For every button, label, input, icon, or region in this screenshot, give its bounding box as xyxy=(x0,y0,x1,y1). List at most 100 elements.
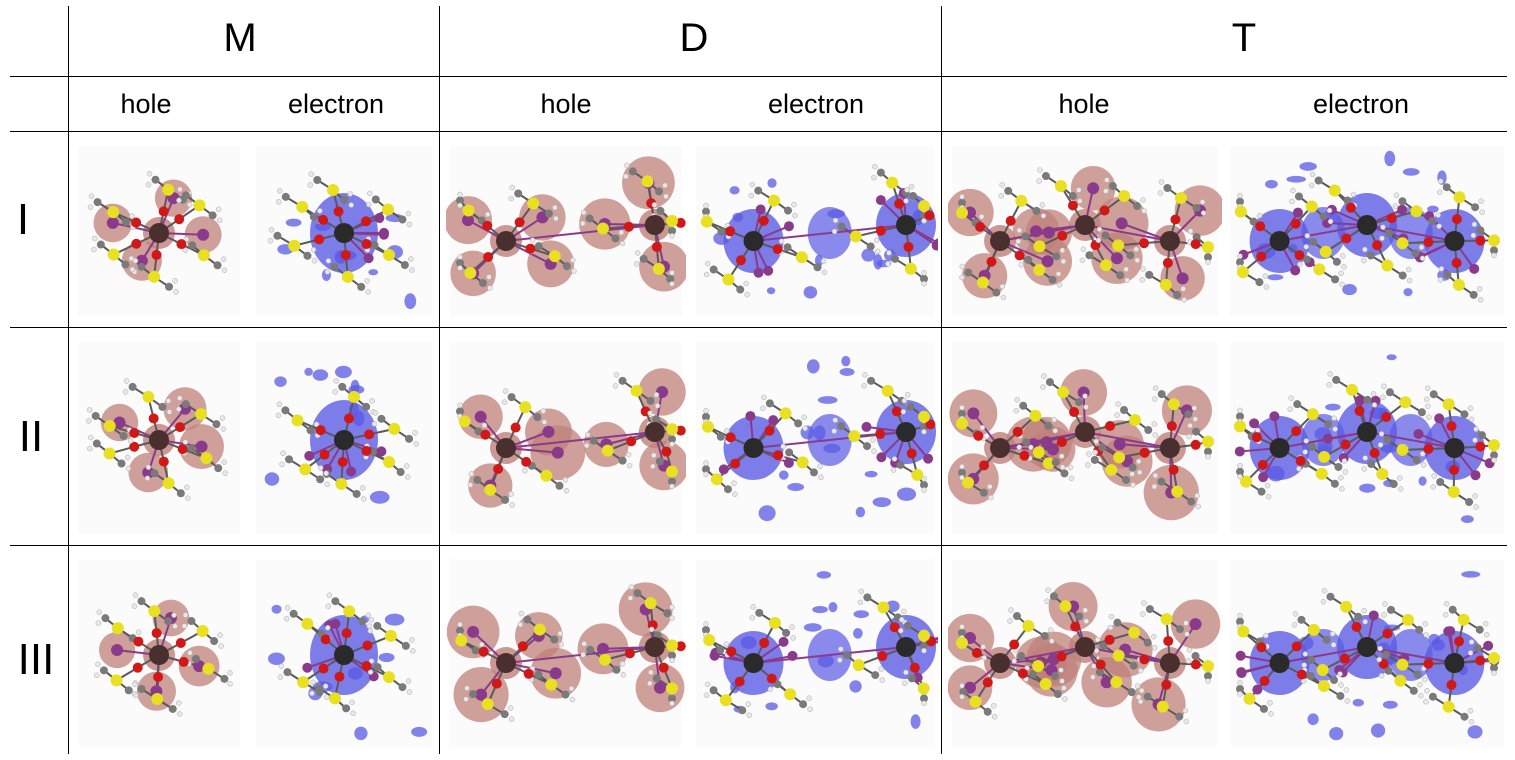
hydrogen-atom xyxy=(1068,475,1075,482)
sulfur-atom xyxy=(796,456,809,469)
oxygen-atom xyxy=(482,220,493,231)
oxygen-atom xyxy=(1095,659,1106,670)
hydrogen-atom xyxy=(1396,475,1403,481)
hydrogen-atom xyxy=(1103,188,1109,194)
carbon-atom xyxy=(755,608,764,617)
sulfur-atom xyxy=(877,601,890,614)
metal-atom xyxy=(743,438,764,458)
metal-atom xyxy=(1357,215,1377,235)
iodine-atom xyxy=(474,410,487,423)
hydrogen-atom xyxy=(1183,718,1190,725)
hydrogen-atom xyxy=(618,229,625,236)
hydrogen-atom xyxy=(1362,455,1368,461)
sulfur-atom xyxy=(1059,600,1072,613)
carbon-atom xyxy=(958,628,966,637)
carbon-atom xyxy=(478,279,487,288)
hydrogen-atom xyxy=(1491,457,1497,463)
hydrogen-atom xyxy=(125,465,132,472)
iodine-atom xyxy=(1115,217,1128,230)
hydrogen-atom xyxy=(165,398,172,404)
oxygen-atom xyxy=(1259,675,1270,686)
hydrogen-atom xyxy=(669,657,675,664)
carbon-atom xyxy=(362,402,371,411)
hydrogen-atom xyxy=(1350,191,1357,198)
group-header-D: D xyxy=(679,16,709,60)
sulfur-atom xyxy=(103,447,116,460)
oxygen-atom xyxy=(521,456,532,467)
carbon-atom xyxy=(401,641,410,650)
hydrogen-atom xyxy=(1332,426,1338,432)
carbon-atom xyxy=(716,646,725,655)
hydrogen-atom xyxy=(1265,493,1272,500)
carbon-atom xyxy=(1326,592,1335,601)
sulfur-atom xyxy=(700,215,713,228)
hydrogen-atom xyxy=(1423,396,1430,403)
electron-lobe xyxy=(817,396,838,404)
hydrogen-atom xyxy=(789,624,795,630)
carbon-atom xyxy=(1157,390,1166,399)
electron-lobe xyxy=(873,254,883,270)
oxygen-atom xyxy=(877,651,888,662)
oxygen-atom xyxy=(361,238,372,249)
carbon-atom xyxy=(370,240,379,249)
carbon-atom xyxy=(1192,427,1201,436)
sulfur-atom xyxy=(335,477,348,490)
hydrogen-atom xyxy=(1422,621,1428,627)
hydrogen-atom xyxy=(1133,246,1140,253)
oxygen-atom xyxy=(131,238,142,249)
sulfur-atom xyxy=(1039,678,1052,691)
carbon-atom xyxy=(983,707,992,716)
sulfur-atom xyxy=(1442,398,1455,411)
hydrogen-atom xyxy=(1107,624,1114,631)
sulfur-atom xyxy=(1129,414,1142,427)
hydrogen-atom xyxy=(1327,371,1333,377)
electron-lobe xyxy=(758,505,776,522)
hydrogen-atom xyxy=(457,202,463,209)
hydrogen-atom xyxy=(220,256,227,263)
hydrogen-atom xyxy=(1037,167,1043,173)
hydrogen-atom xyxy=(135,629,142,635)
hydrogen-atom xyxy=(1467,650,1474,656)
hydrogen-atom xyxy=(1418,692,1424,699)
hydrogen-atom xyxy=(1472,493,1478,499)
hydrogen-atom xyxy=(563,487,570,494)
sulfur-atom xyxy=(1033,263,1046,276)
hydrogen-atom xyxy=(359,485,366,491)
oxygen-atom xyxy=(1069,407,1080,418)
hydrogen-atom xyxy=(959,463,965,470)
hydrogen-atom xyxy=(145,181,152,188)
hydrogen-atom xyxy=(1477,297,1484,303)
hydrogen-atom xyxy=(1379,235,1385,242)
cell-T-III-hole xyxy=(948,553,1222,753)
carbon-atom xyxy=(117,459,126,468)
electron-lobe xyxy=(839,368,855,376)
hydrogen-atom xyxy=(87,204,94,210)
carbon-atom xyxy=(1398,197,1407,206)
iodine-atom xyxy=(363,253,374,264)
hydrogen-atom xyxy=(873,237,880,244)
carbon-atom xyxy=(1389,480,1398,489)
hydrogen-atom xyxy=(1150,633,1157,640)
carbon-atom xyxy=(1259,704,1268,713)
hydrogen-atom xyxy=(1302,651,1309,657)
oxygen-atom xyxy=(875,225,886,236)
carbon-atom xyxy=(1095,668,1104,677)
carbon-atom xyxy=(1465,497,1474,506)
hydrogen-atom xyxy=(1141,600,1147,606)
oxygen-atom xyxy=(1290,218,1301,229)
carbon-atom xyxy=(1293,400,1302,409)
hydrogen-atom xyxy=(886,250,892,256)
hydrogen-atom xyxy=(879,677,886,683)
sulfur-atom xyxy=(1022,620,1035,633)
sulfur-atom xyxy=(1319,245,1332,258)
electron-lobe xyxy=(1418,476,1427,486)
carbon-atom xyxy=(618,456,627,465)
sulfur-atom xyxy=(644,597,657,610)
carbon-atom xyxy=(920,274,928,283)
carbon-atom xyxy=(208,211,217,220)
hydrogen-atom xyxy=(1135,694,1142,700)
hydrogen-atom xyxy=(921,647,927,654)
carbon-atom xyxy=(754,186,763,195)
hydrogen-atom xyxy=(1059,678,1065,684)
oxygen-atom xyxy=(483,252,494,263)
